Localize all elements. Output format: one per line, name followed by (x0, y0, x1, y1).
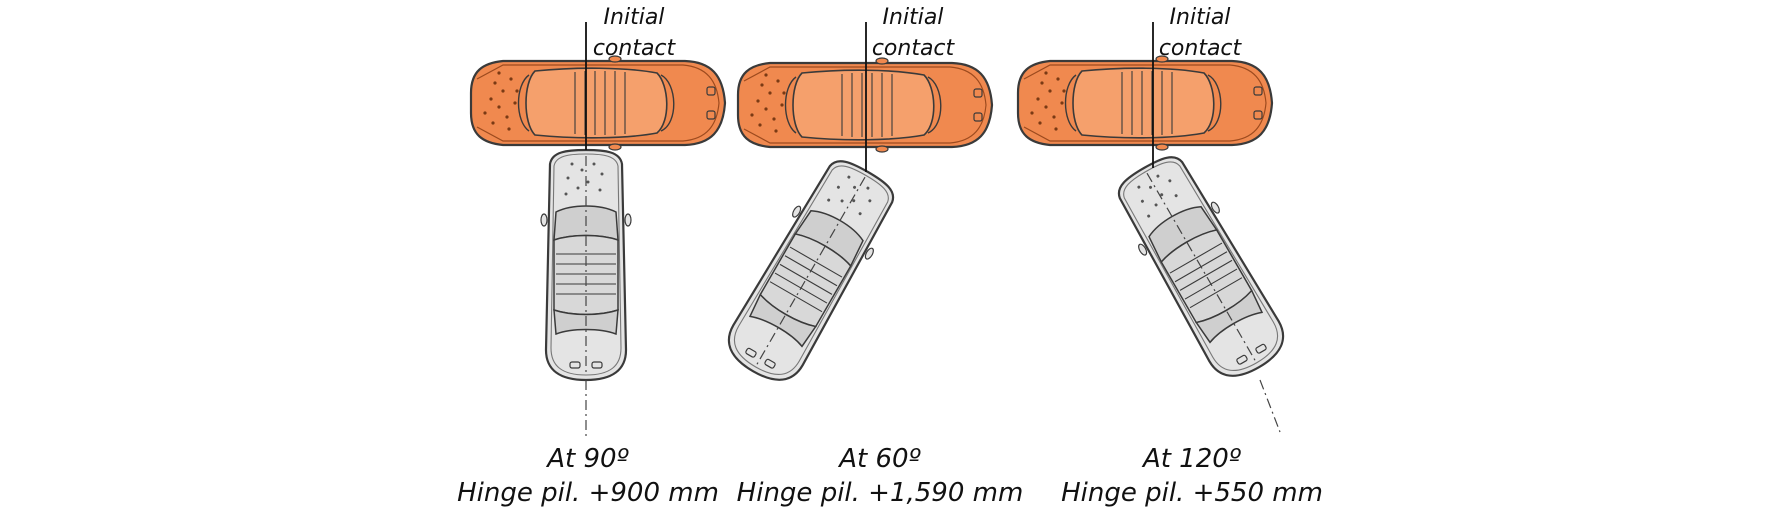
initial-contact-label-120-line1: Initial (1170, 5, 1231, 30)
initial-contact-label-60-line1: Initial (883, 5, 944, 30)
struck-vehicle-120 (1016, 54, 1274, 152)
panel-90: Initial contact At 90º Hinge pil. +900 m… (457, 5, 727, 508)
caption-hinge-90: Hinge pil. +900 mm (457, 478, 719, 508)
caption-hinge-60: Hinge pil. +1,590 mm (737, 478, 1024, 508)
caption-hinge-120: Hinge pil. +550 mm (1061, 478, 1323, 508)
panel-60: Initial contact At 60º Hinge pil. +1,590… (712, 5, 1024, 508)
initial-contact-label-90-line2: contact (593, 36, 677, 61)
struck-vehicle-60 (736, 56, 994, 154)
striking-axis-120 (1259, 379, 1281, 433)
struck-vehicle-90 (469, 54, 727, 152)
striking-vehicle-60 (712, 148, 909, 395)
initial-contact-label-60-line2: contact (872, 36, 956, 61)
caption-angle-60: At 60º (837, 444, 921, 474)
initial-contact-label-90-line1: Initial (604, 5, 665, 30)
striking-vehicle-120 (1103, 144, 1300, 391)
striking-vehicle-90 (539, 148, 633, 382)
initial-contact-label-120-line2: contact (1159, 36, 1243, 61)
caption-angle-120: At 120º (1141, 444, 1242, 474)
panel-120: Initial contact At 120º Hinge pil. +550 … (1016, 5, 1323, 508)
caption-angle-90: At 90º (545, 444, 629, 474)
